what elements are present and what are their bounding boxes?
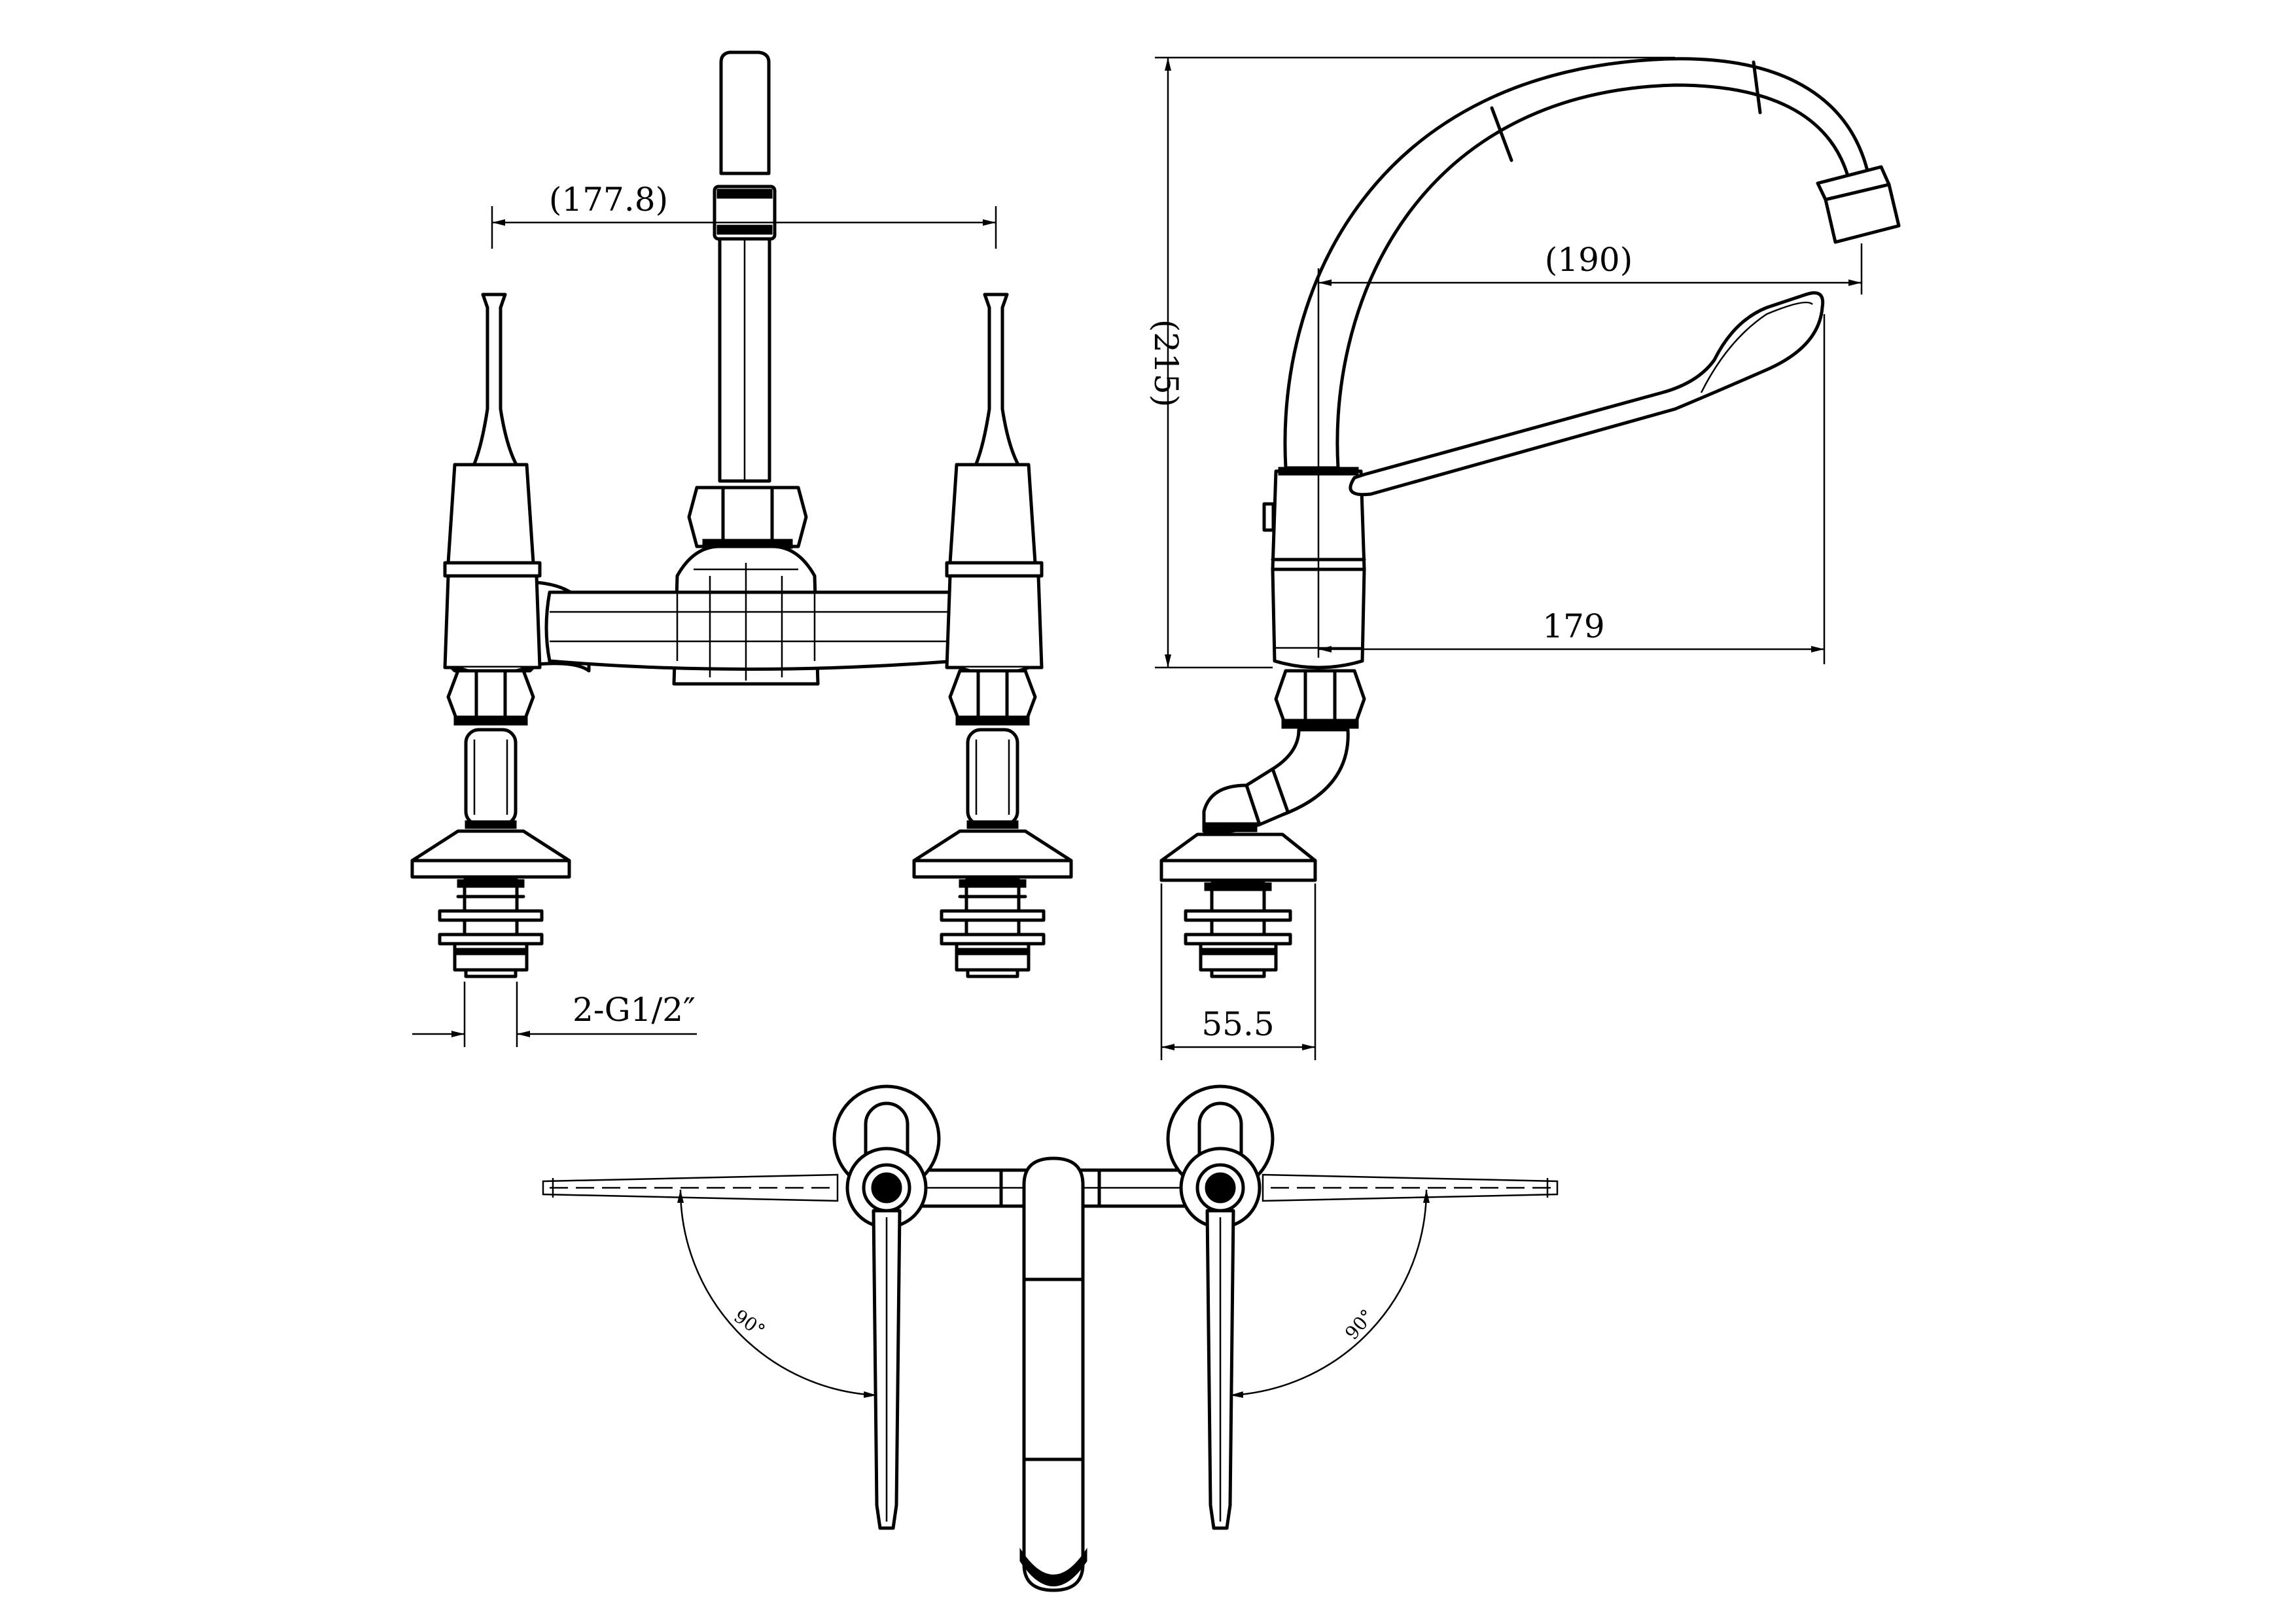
dim-spout-reach-label: (190) [1545, 241, 1633, 279]
dim-lever-reach-label: 179 [1542, 607, 1604, 645]
angle-left-label: 90° [730, 1305, 769, 1342]
top-view: 90° 90° [542, 1084, 1559, 1592]
dim-spout-reach: (190) [1317, 241, 1863, 658]
angle-right-label: 90° [1341, 1305, 1378, 1344]
dim-base-width: 55.5 [1160, 883, 1316, 1060]
top-valve-left [832, 1084, 941, 1530]
dim-lever-reach: 179 [1318, 314, 1826, 664]
dim-base-width-label: 55.5 [1201, 1005, 1274, 1043]
left-valve [410, 293, 571, 978]
dim-thread: 2-G1/2″ [412, 982, 697, 1047]
bridge-body [535, 544, 961, 686]
side-view: (215) (190) 179 55.5 [1147, 56, 1901, 1060]
dim-front-width: (177.8) [491, 181, 997, 249]
dim-front-width-label: (177.8) [549, 181, 668, 219]
dim-side-height: (215) [1147, 56, 1675, 669]
dim-side-height-label: (215) [1147, 319, 1185, 407]
dim-thread-label: 2-G1/2″ [573, 991, 696, 1029]
side-lever [1349, 291, 1825, 497]
top-spout [1019, 1156, 1087, 1592]
angle-right: 90° [1229, 1189, 1430, 1399]
top-valve-right [1166, 1084, 1275, 1530]
angle-left: 90° [677, 1189, 877, 1399]
center-spout [687, 50, 808, 549]
right-valve [912, 293, 1073, 978]
side-spout [1283, 57, 1901, 470]
side-body [1159, 467, 1366, 978]
front-view: (177.8) 2-G1/2″ [410, 50, 1073, 1047]
